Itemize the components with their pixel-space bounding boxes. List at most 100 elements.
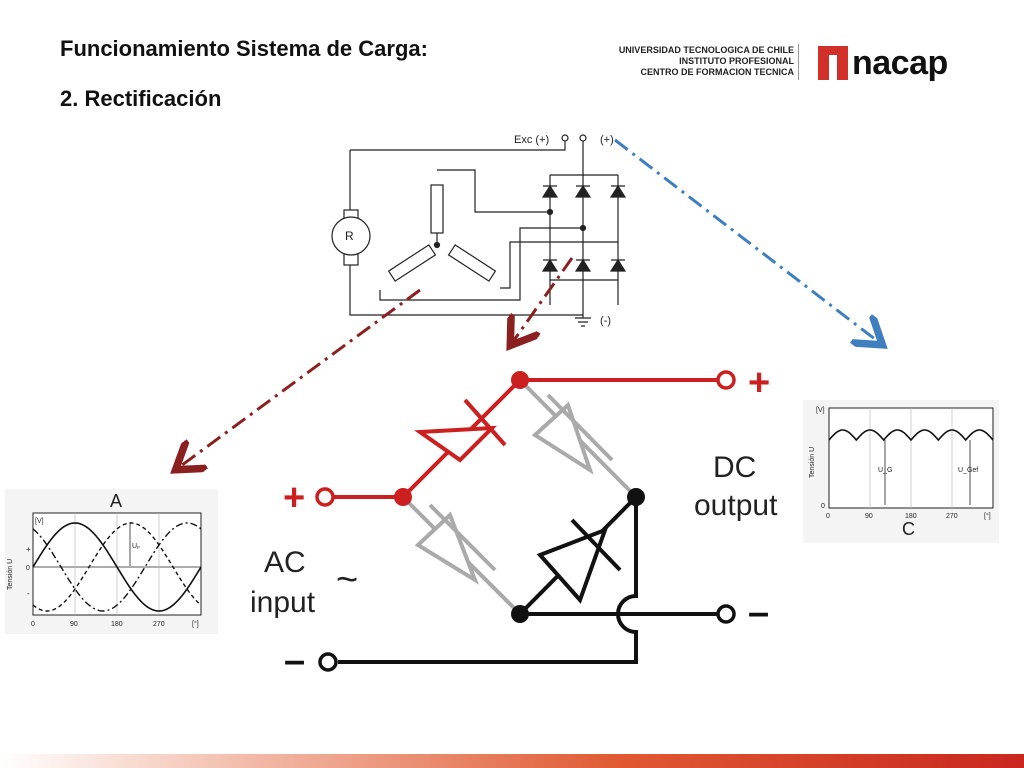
waveform-a-ytick-plus: + <box>26 545 31 554</box>
arrow-to-waveform-a <box>178 288 421 468</box>
dc-minus-label: – <box>748 592 769 634</box>
grid-lines <box>74 513 160 615</box>
diode-bar <box>570 518 622 572</box>
waveform-a-unit: [V] <box>35 518 44 525</box>
waveform-c-xtick: [°] <box>984 512 991 520</box>
waveform-c-unit: [V] <box>816 407 825 414</box>
phase-3-curve <box>32 522 202 612</box>
ac-label-line1: AC <box>264 546 306 579</box>
waveform-a-annotation: Uₚ <box>132 543 140 550</box>
inacap-logo: nacap <box>818 44 948 82</box>
node-dot <box>627 488 645 506</box>
ac-symbol: ~ <box>336 559 358 601</box>
waveform-c-annotation-1: U_G <box>878 467 892 474</box>
exc-wire <box>350 138 566 151</box>
diode-icon <box>609 184 627 198</box>
diode-icon <box>574 258 592 272</box>
dc-plus-label: + <box>748 362 770 404</box>
arrow-to-waveform-c <box>614 138 880 343</box>
phase-wire-2 <box>379 227 583 301</box>
phase-1-curve <box>32 522 202 612</box>
waveform-a-xtick: 180 <box>111 621 123 628</box>
ac-label-line2: input <box>250 586 316 619</box>
waveform-a-xtick: 0 <box>31 621 35 628</box>
ac-plus-label: + <box>283 477 305 519</box>
waveform-a-ytick-minus: - <box>27 589 30 598</box>
rotor-label: R <box>345 229 354 243</box>
ac-neg-terminal <box>318 652 338 672</box>
level-markers <box>884 440 971 505</box>
diode-bar <box>428 503 497 572</box>
diode-bar <box>546 393 614 462</box>
waveform-a-ytick-zero: 0 <box>26 565 30 572</box>
institution-line-3: CENTRO DE FORMACION TECNICA <box>640 67 795 77</box>
arrow-to-bridge <box>512 257 574 343</box>
dc-pos-terminal <box>716 370 736 390</box>
diode-icon <box>414 511 479 585</box>
waveform-c-xtick: 0 <box>826 513 830 520</box>
waveform-c-annotation-2: U_Gef <box>958 467 978 474</box>
institution-line-2: INSTITUTO PROFESIONAL <box>679 56 794 66</box>
logo-mark-icon <box>818 46 848 80</box>
active-positive-path <box>330 378 718 499</box>
footer-accent-bar <box>0 754 1024 768</box>
waveform-a-xtick: 90 <box>70 621 78 628</box>
logo-text: nacap <box>852 43 948 82</box>
slide-subtitle: 2. Rectificación <box>60 86 222 111</box>
ac-return-path <box>338 497 638 664</box>
diode-icon <box>414 425 498 463</box>
junction-dot <box>579 224 587 232</box>
ac-minus-label: – <box>284 640 305 682</box>
pos-terminal <box>579 134 587 142</box>
node-dot <box>394 488 412 506</box>
waveform-c-axis-label: Tensión U <box>809 447 816 478</box>
diode-bar <box>463 398 507 447</box>
neg-terminal-label: (-) <box>600 315 611 327</box>
ground-icon <box>575 305 591 327</box>
waveform-c-panel <box>803 400 999 543</box>
waveform-c-xtick: 270 <box>946 513 958 520</box>
grid-lines <box>869 408 953 508</box>
alternator-schematic <box>331 134 627 327</box>
stator-winding-2 <box>387 244 437 282</box>
bridge-rails <box>550 174 618 281</box>
rotor-circle <box>331 216 371 256</box>
institution-text: UNIVERSIDAD TECNOLOGICA DE CHILE INSTITU… <box>619 45 794 78</box>
waveform-c-ytick-zero: 0 <box>821 503 825 510</box>
logo-divider <box>798 44 799 80</box>
exc-terminal <box>561 134 569 142</box>
junction-dot <box>433 241 441 249</box>
dc-label-line1: DC <box>713 451 756 484</box>
diode-icon <box>531 401 594 475</box>
waveform-a-xtick: 270 <box>153 621 165 628</box>
junction-dot <box>546 208 554 216</box>
slide-title: Funcionamiento Sistema de Carga: <box>60 36 428 61</box>
phase-wire-1 <box>437 169 550 213</box>
diode-icon <box>574 184 592 198</box>
node-dot <box>511 605 529 623</box>
waveform-a-panel <box>5 489 218 634</box>
waveform-c-xtick: 180 <box>905 513 917 520</box>
waveform-a-xtick: [°] <box>192 620 199 628</box>
phase-wire-3 <box>500 241 618 289</box>
ac-pos-terminal <box>315 487 335 507</box>
stator-winding-3 <box>447 244 497 282</box>
waveform-a-axis-label: Tensión U <box>7 559 14 590</box>
diode-icon <box>536 526 609 604</box>
diode-icon <box>609 258 627 272</box>
dc-neg-terminal <box>716 604 736 624</box>
dc-label-line2: output <box>694 489 778 522</box>
waveform-a-label: A <box>110 491 122 511</box>
pos-terminal-label: (+) <box>600 134 614 146</box>
exc-terminal-label: Exc (+) <box>514 134 549 146</box>
diode-icon <box>541 258 559 272</box>
ground-wire <box>349 150 583 316</box>
waveform-c-label: C <box>902 519 915 539</box>
waveform-c-xtick: 90 <box>865 513 873 520</box>
institution-line-1: UNIVERSIDAD TECNOLOGICA DE CHILE <box>618 45 794 55</box>
rectified-curve <box>828 429 994 442</box>
bridge-rectifier <box>315 370 736 672</box>
node-dot <box>511 371 529 389</box>
diode-icon <box>541 184 559 198</box>
